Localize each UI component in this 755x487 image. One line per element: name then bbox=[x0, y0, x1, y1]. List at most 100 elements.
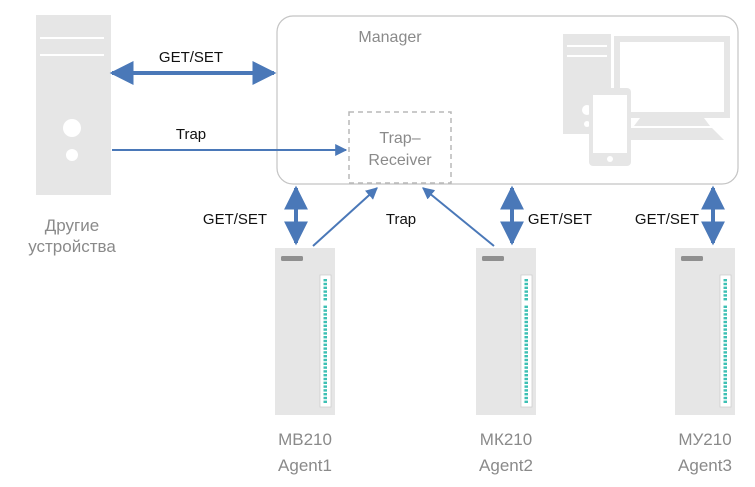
agent-led bbox=[323, 381, 327, 384]
agent-led bbox=[323, 305, 327, 308]
agent-led bbox=[524, 347, 528, 350]
agent-led bbox=[323, 389, 327, 392]
agent-led bbox=[323, 298, 327, 301]
other-devices-line2: устройства bbox=[28, 237, 116, 256]
agent-led bbox=[524, 336, 528, 339]
agent-led bbox=[723, 347, 727, 350]
agent-led bbox=[723, 328, 727, 331]
agent-led bbox=[723, 317, 727, 320]
agent-led bbox=[723, 305, 727, 308]
agent-led bbox=[323, 328, 327, 331]
agent-led bbox=[524, 332, 528, 335]
agent-led bbox=[323, 309, 327, 312]
agent-led bbox=[524, 355, 528, 358]
agent-name-label: Agent1 bbox=[278, 456, 332, 475]
agent-led bbox=[723, 370, 727, 373]
agent-led bbox=[524, 370, 528, 373]
agent-led bbox=[723, 279, 727, 282]
agent-led bbox=[323, 370, 327, 373]
agent-led bbox=[524, 305, 528, 308]
other-devices-line1: Другие bbox=[45, 216, 99, 235]
agent-led bbox=[524, 298, 528, 301]
agent-led bbox=[524, 358, 528, 362]
agent-led bbox=[524, 317, 528, 320]
agent-led bbox=[723, 351, 727, 354]
agent-led bbox=[723, 282, 727, 286]
agent-led bbox=[323, 385, 327, 388]
trap-label-top: Trap bbox=[176, 126, 206, 143]
agent-led bbox=[524, 381, 528, 384]
agent-led bbox=[723, 393, 727, 396]
agent-led bbox=[723, 374, 727, 377]
agent-led bbox=[323, 279, 327, 282]
agent-led bbox=[524, 279, 528, 282]
agent-model-label: МВ210 bbox=[278, 430, 332, 449]
agent-led bbox=[323, 366, 327, 369]
agent-led bbox=[323, 374, 327, 377]
get-set-label-agent2: GET/SET bbox=[528, 211, 592, 228]
agent-device-logo bbox=[482, 256, 504, 261]
agent-led bbox=[723, 366, 727, 369]
agent-led bbox=[323, 286, 327, 289]
trap-label-middle: Trap bbox=[386, 211, 416, 228]
agent-model-label: МК210 bbox=[480, 430, 532, 449]
agent-led bbox=[723, 313, 727, 316]
trap-receiver-line2: Receiver bbox=[368, 152, 432, 169]
agent-led bbox=[723, 381, 727, 384]
agent-led bbox=[524, 324, 528, 327]
agent-led bbox=[524, 366, 528, 369]
get-set-label-agent3: GET/SET bbox=[635, 211, 699, 228]
agent-led bbox=[723, 290, 727, 293]
agent-led bbox=[524, 385, 528, 388]
agent-led bbox=[524, 290, 528, 293]
agent-led bbox=[524, 393, 528, 396]
agent-led bbox=[723, 294, 727, 297]
agent-led bbox=[524, 286, 528, 289]
agent-led bbox=[323, 282, 327, 286]
agent-led bbox=[723, 400, 727, 403]
trap-receiver-line1: Trap– bbox=[379, 130, 420, 147]
agent-led bbox=[723, 332, 727, 335]
agent-led bbox=[723, 355, 727, 358]
agent-led bbox=[723, 324, 727, 327]
agent-led bbox=[323, 336, 327, 339]
get-set-label-top: GET/SET bbox=[159, 49, 223, 66]
agent-led bbox=[323, 343, 327, 346]
agent-led bbox=[524, 389, 528, 392]
agent-led bbox=[323, 362, 327, 365]
agent-led bbox=[323, 377, 327, 381]
agent-led bbox=[323, 324, 327, 327]
agent-led bbox=[723, 358, 727, 362]
agent-led bbox=[323, 290, 327, 293]
agent-led bbox=[524, 351, 528, 354]
agent-led bbox=[524, 339, 528, 343]
agent-device-logo bbox=[281, 256, 303, 261]
agent-led bbox=[723, 339, 727, 343]
agent-led bbox=[524, 362, 528, 365]
manager-computer-icon bbox=[563, 34, 730, 166]
agent-led bbox=[323, 355, 327, 358]
agent-led bbox=[323, 351, 327, 354]
agent-led bbox=[524, 328, 528, 331]
agent-led bbox=[723, 343, 727, 346]
agent-device-logo bbox=[681, 256, 703, 261]
agent-name-label: Agent2 bbox=[479, 456, 533, 475]
agent-led bbox=[723, 336, 727, 339]
agent-led bbox=[323, 332, 327, 335]
agent-led bbox=[723, 389, 727, 392]
get-set-label-agent1: GET/SET bbox=[203, 211, 267, 228]
agent-led bbox=[524, 343, 528, 346]
agent-led bbox=[723, 309, 727, 312]
agent-led bbox=[524, 294, 528, 297]
trap-arrow-agent2 bbox=[422, 187, 495, 247]
other-device-tower bbox=[36, 15, 111, 195]
agent-led bbox=[524, 313, 528, 316]
agent-led bbox=[323, 317, 327, 320]
agent-led bbox=[723, 362, 727, 365]
agent-led bbox=[723, 286, 727, 289]
trap-receiver-box bbox=[348, 111, 452, 184]
